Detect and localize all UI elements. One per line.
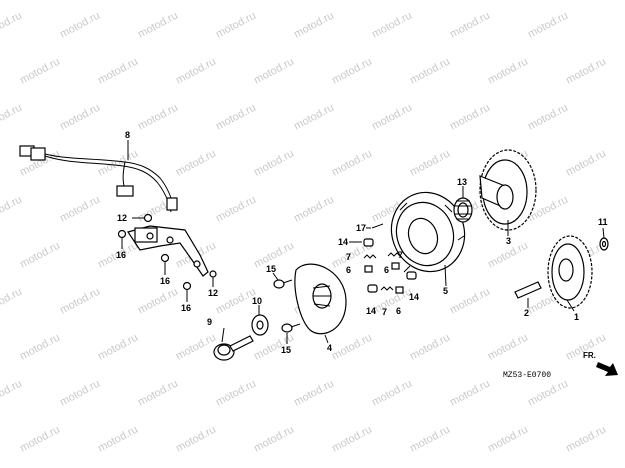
callout-7b: 7 xyxy=(398,250,403,260)
spring-7a-part xyxy=(363,254,377,259)
callout-16a: 16 xyxy=(116,250,126,260)
driven-gear-part xyxy=(479,149,537,231)
callout-6b: 6 xyxy=(384,265,389,275)
clutch-plate-part xyxy=(294,263,347,335)
callout-16c: 16 xyxy=(181,303,191,313)
callout-5: 5 xyxy=(443,286,448,296)
callout-12b: 12 xyxy=(208,288,218,298)
callout-1: 1 xyxy=(574,312,579,322)
washer-11-part xyxy=(599,237,609,251)
callout-9: 9 xyxy=(207,317,212,327)
callout-17: 17 xyxy=(356,223,366,233)
pin-17-part xyxy=(371,223,384,229)
idle-gear-part xyxy=(547,235,593,309)
bolt-15a-part xyxy=(273,279,293,289)
bolt-16a-part xyxy=(117,229,127,244)
gear-shaft-part xyxy=(514,281,542,299)
callout-6c: 6 xyxy=(396,306,401,316)
callout-15b: 15 xyxy=(281,345,291,355)
plunger-6c-part xyxy=(395,286,404,294)
washer-12b-part xyxy=(209,270,217,278)
callout-10: 10 xyxy=(252,296,262,306)
front-arrow-icon xyxy=(596,362,618,376)
callout-11: 11 xyxy=(598,217,608,227)
roller-14a-part xyxy=(363,238,374,247)
sensor-bracket-part xyxy=(127,225,209,277)
callout-16b: 16 xyxy=(160,276,170,286)
flange-bolt-part xyxy=(213,335,254,361)
callout-14c: 14 xyxy=(409,292,419,302)
front-direction-indicator: FR. xyxy=(583,351,618,376)
callout-3: 3 xyxy=(506,236,511,246)
clutch-outer-part xyxy=(390,191,466,273)
bolt-12-part xyxy=(143,213,153,223)
callout-14b: 14 xyxy=(366,306,376,316)
washer-10-part xyxy=(251,314,269,336)
plunger-6b-part xyxy=(391,262,400,270)
roller-14b-part xyxy=(367,284,378,293)
plunger-6a-part xyxy=(364,265,373,273)
callout-8: 8 xyxy=(125,130,130,140)
wire-harness-part xyxy=(19,145,178,213)
callout-12a: 12 xyxy=(117,213,127,223)
spring-7b-part xyxy=(387,252,401,257)
callout-labels: 1 2 3 4 5 6 6 6 7 7 7 8 9 10 11 12 12 13… xyxy=(116,130,608,355)
roller-14c-part xyxy=(406,271,417,280)
bolt-16b-part xyxy=(160,253,170,268)
callout-2: 2 xyxy=(524,308,529,318)
callout-14a: 14 xyxy=(338,237,348,247)
leader-lines xyxy=(121,140,605,344)
front-label: FR. xyxy=(583,351,596,360)
diagram-code: MZ53-E0700 xyxy=(503,371,551,380)
bolt-16c-part xyxy=(182,281,192,296)
callout-7c: 7 xyxy=(382,307,387,317)
callout-13: 13 xyxy=(457,177,467,187)
spring-7c-part xyxy=(380,286,394,291)
callout-6a: 6 xyxy=(346,265,351,275)
callout-15a: 15 xyxy=(266,264,276,274)
needle-bearing-part xyxy=(453,197,473,223)
callout-7a: 7 xyxy=(346,252,351,262)
callout-4: 4 xyxy=(327,343,332,353)
bolt-15b-part xyxy=(281,323,301,333)
